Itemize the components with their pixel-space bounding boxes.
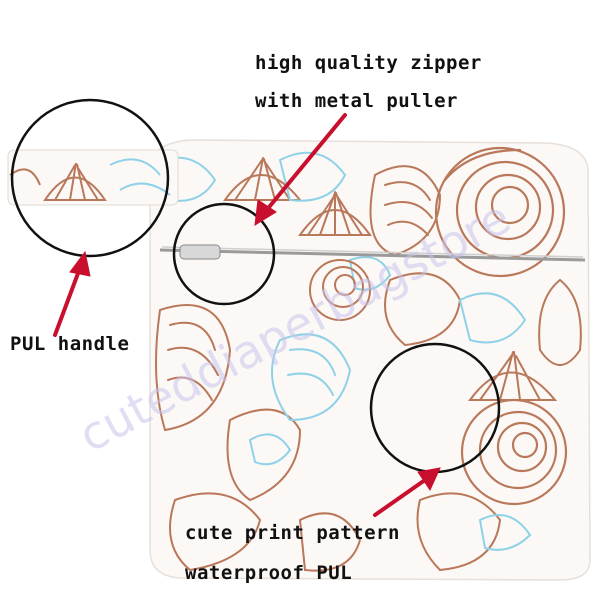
print-callout-line1: cute print pattern — [185, 522, 400, 544]
pul-handle — [7, 149, 179, 206]
print-arrow — [373, 478, 427, 517]
scallop-pattern — [223, 157, 558, 401]
callout-arrows — [53, 113, 441, 517]
zipper-puller — [179, 244, 221, 260]
zipper-detail-circle — [172, 202, 276, 306]
bag-body — [149, 139, 591, 581]
zipper-arrow — [263, 113, 347, 214]
zipper — [159, 248, 586, 262]
handle-arrow — [53, 266, 82, 337]
handle-detail-circle — [10, 98, 170, 258]
zipper-callout-line2: with metal puller — [255, 90, 458, 112]
spiral-shell-pattern — [460, 398, 568, 506]
conch-pattern — [155, 165, 582, 572]
print-callout-line2: waterproof PUL — [185, 562, 353, 584]
zipper-callout-line1: high quality zipper — [255, 52, 482, 74]
handle-callout: PUL handle — [10, 333, 130, 355]
